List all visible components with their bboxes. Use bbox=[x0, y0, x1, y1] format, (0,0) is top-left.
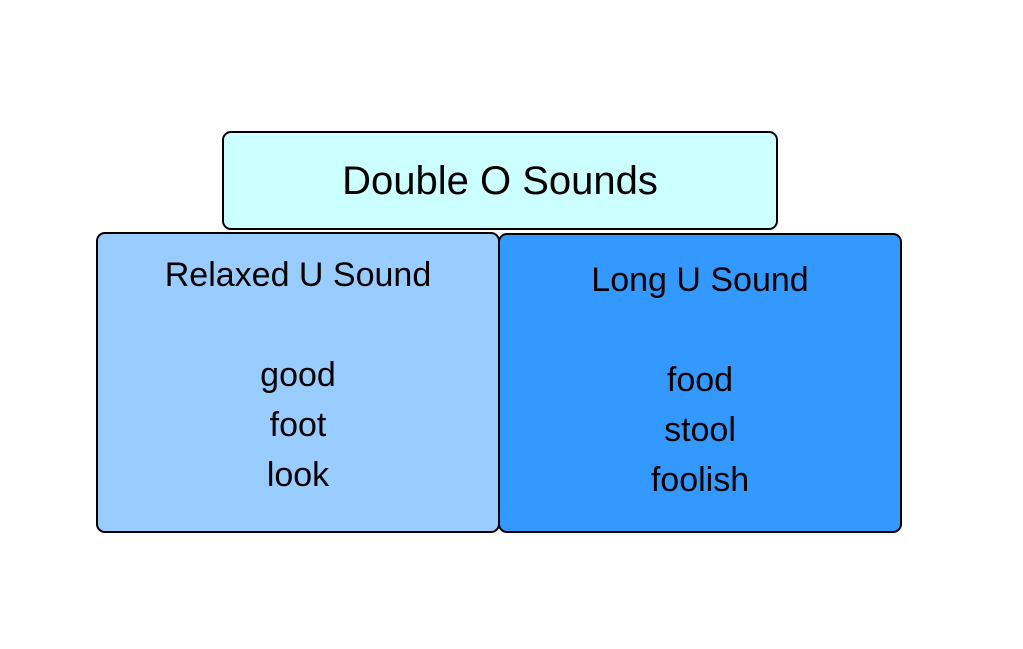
word: good bbox=[260, 356, 336, 394]
word: foolish bbox=[650, 461, 750, 499]
long-u-sound-box: Long U Sound food stool foolish bbox=[498, 233, 902, 533]
relaxed-u-sound-heading: Relaxed U Sound bbox=[164, 256, 432, 294]
double-o-sounds-title-box: Double O Sounds bbox=[222, 131, 778, 230]
word: look bbox=[266, 456, 330, 494]
word: foot bbox=[269, 406, 327, 444]
spacer-line bbox=[98, 300, 498, 350]
word: stool bbox=[664, 411, 736, 449]
title-text: Double O Sounds bbox=[342, 158, 658, 203]
relaxed-u-sound-box: Relaxed U Sound good foot look bbox=[96, 232, 500, 533]
word: food bbox=[666, 361, 734, 399]
spacer-line bbox=[500, 305, 900, 355]
long-u-sound-heading: Long U Sound bbox=[591, 261, 809, 299]
